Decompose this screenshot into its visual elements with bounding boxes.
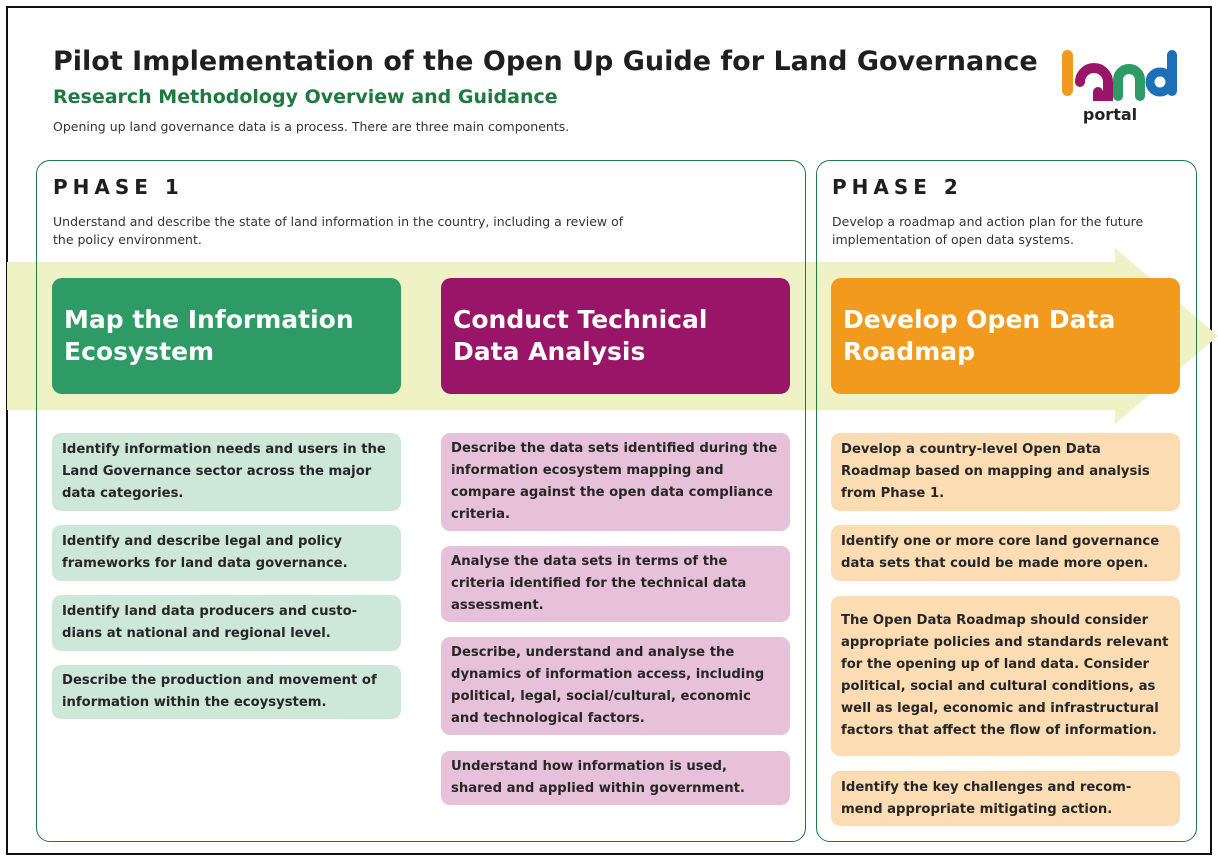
roadmap-step-2: Identify one or more core land governanc… <box>831 525 1180 581</box>
ecosystem-step-3: Identify land data producers and custo-d… <box>52 595 401 651</box>
phase-2-title: PHASE 2 <box>832 175 963 199</box>
page-subtitle: Research Methodology Overview and Guidan… <box>53 86 558 108</box>
logo-tagline: portal <box>1083 105 1137 124</box>
heading-conduct-technical-data-analysis: Conduct Technical Data Analysis <box>441 278 790 394</box>
phase-2-panel <box>816 160 1197 842</box>
logo-letter-a <box>1075 63 1113 101</box>
heading-map-information-ecosystem: Map the Information Ecosystem <box>52 278 401 394</box>
roadmap-step-1: Develop a country-level Open Data Roadma… <box>831 433 1180 511</box>
ecosystem-step-4: Describe the production and movement of … <box>52 665 401 719</box>
page-title: Pilot Implementation of the Open Up Guid… <box>53 46 1038 77</box>
phase-1-description: Understand and describe the state of lan… <box>53 214 624 247</box>
roadmap-step-3: The Open Data Roadmap should consider ap… <box>831 596 1180 756</box>
logo-letter-d-stem <box>1167 50 1177 96</box>
analysis-step-4: Understand how information is used, shar… <box>441 751 790 805</box>
ecosystem-step-2: Identify and describe legal and policy f… <box>52 525 401 581</box>
ecosystem-step-1: Identify information needs and users in … <box>52 433 401 511</box>
land-portal-logo: portal <box>1062 50 1177 124</box>
phase-2-description: Develop a roadmap and action plan for th… <box>832 214 1144 247</box>
analysis-step-2: Analyse the data sets in terms of the cr… <box>441 546 790 622</box>
analysis-step-1: Describe the data sets identified during… <box>441 433 790 531</box>
intro-text: Opening up land governance data is a pro… <box>53 119 570 134</box>
poster-frame <box>6 6 1212 855</box>
heading-develop-open-data-roadmap: Develop Open Data Roadmap <box>831 278 1180 394</box>
analysis-step-3: Describe, understand and analyse the dyn… <box>441 637 790 735</box>
phase-1-panel <box>36 160 806 842</box>
phase-1-title: PHASE 1 <box>53 175 184 199</box>
roadmap-step-4: Identify the key challenges and recom-me… <box>831 771 1180 826</box>
logo-letter-l <box>1062 50 1073 96</box>
logo-letter-n <box>1113 64 1145 101</box>
